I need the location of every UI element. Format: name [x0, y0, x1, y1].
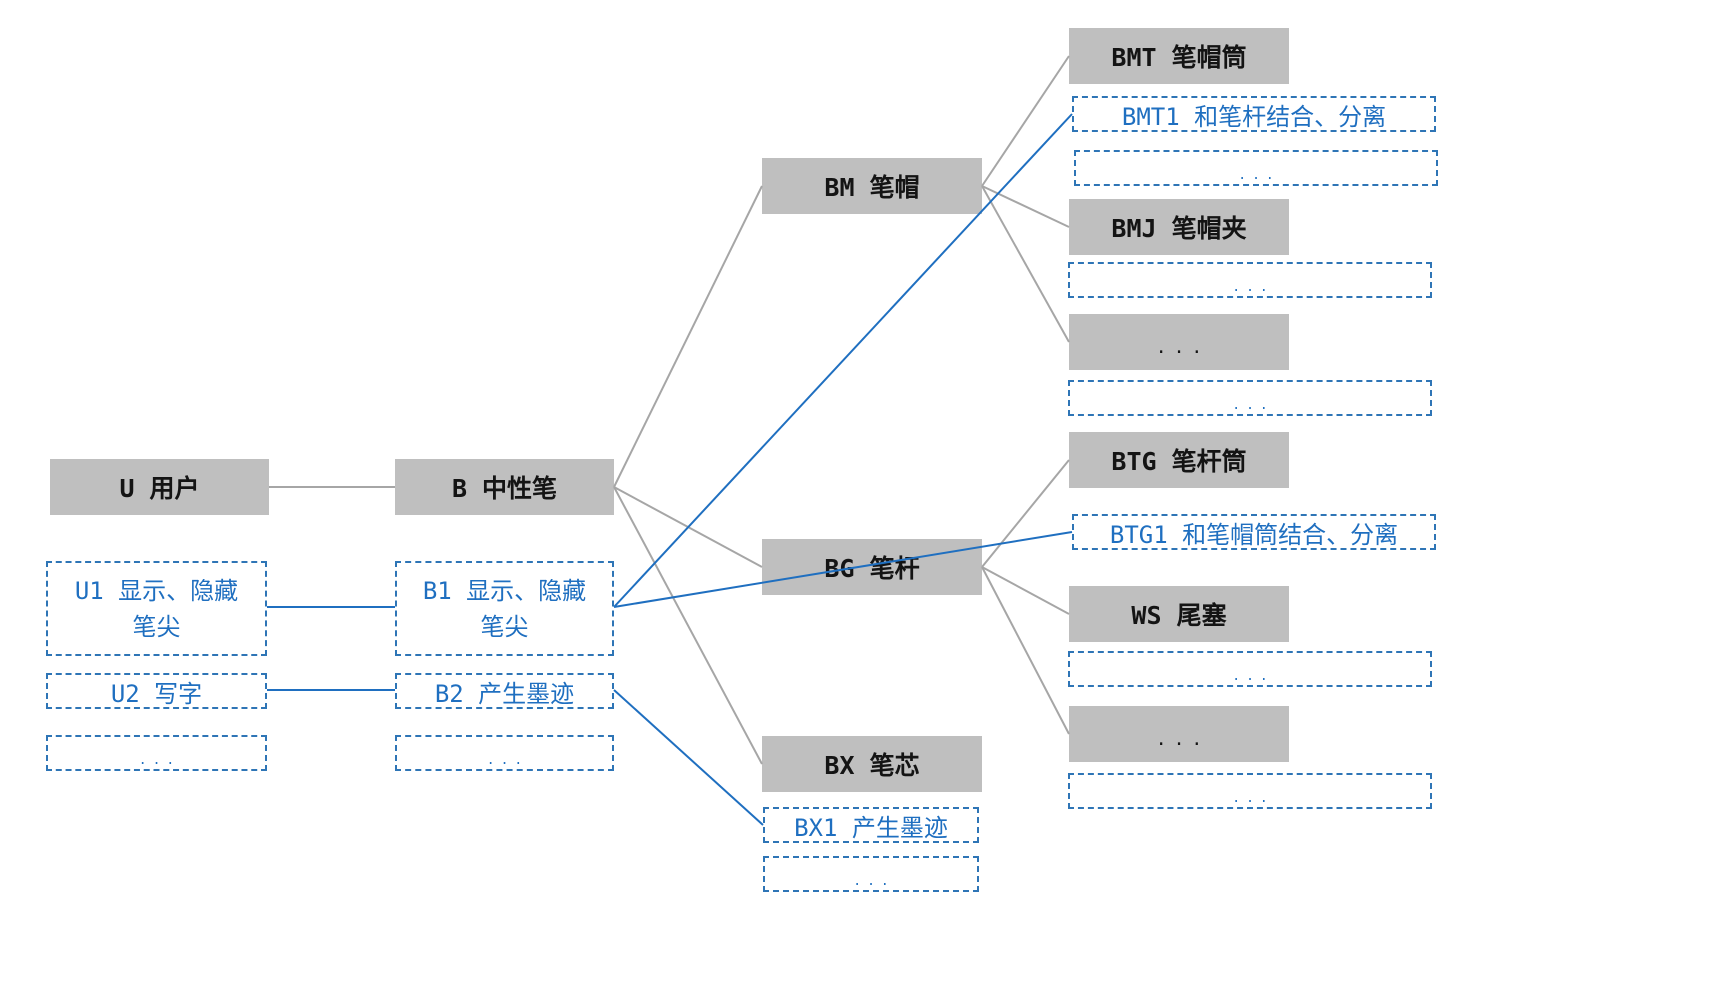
component-cap-clip-label: BMJ 笔帽夹: [1111, 214, 1247, 243]
function-bmt1-label: BMT1 和笔杆结合、分离: [1121, 102, 1387, 131]
link-cap-cap-tube: [981, 55, 1070, 187]
link-pen-barrel: [613, 486, 763, 568]
component-cap-label: BM 笔帽: [824, 173, 920, 202]
function-barrel-other-more: ...: [1068, 773, 1432, 809]
link-barrel-barrel-tube: [981, 459, 1070, 568]
link-cap-cap-clip: [981, 185, 1070, 228]
function-u1: U1 显示、隐藏 笔尖: [46, 561, 267, 656]
function-cap-clip-more: ...: [1068, 262, 1432, 298]
link-pen-refill: [613, 486, 763, 765]
function-cap-tube-more: ...: [1074, 150, 1438, 186]
component-pen-label: B 中性笔: [451, 474, 558, 503]
component-cap-clip: BMJ 笔帽夹: [1069, 199, 1289, 255]
component-end-plug: WS 尾塞: [1069, 586, 1289, 642]
component-cap-tube-label: BMT 笔帽筒: [1111, 43, 1247, 72]
ellipsis: ...: [486, 753, 529, 768]
ellipsis: ...: [1232, 398, 1274, 413]
link-b2-bx1: [613, 689, 764, 826]
function-btg1-label: BTG1 和笔帽筒结合、分离: [1109, 520, 1399, 549]
component-cap: BM 笔帽: [762, 158, 982, 214]
function-user-more: ...: [46, 735, 267, 771]
ellipsis: ...: [1232, 280, 1274, 295]
function-b2: B2 产生墨迹: [395, 673, 614, 709]
component-barrel-tube: BTG 笔杆筒: [1069, 432, 1289, 488]
function-b1-line1: B1 显示、隐藏: [422, 576, 587, 605]
function-cap-other-more: ...: [1068, 380, 1432, 416]
component-cap-other: ...: [1069, 314, 1289, 370]
function-u1-line1: U1 显示、隐藏: [74, 576, 239, 605]
function-bx1-label: BX1 产生墨迹: [794, 813, 948, 842]
ellipsis: ...: [1232, 791, 1274, 806]
function-bx1: BX1 产生墨迹: [763, 807, 979, 843]
function-pen-more: ...: [395, 735, 614, 771]
ellipsis: ...: [1238, 168, 1280, 183]
ellipsis: ...: [1232, 669, 1274, 684]
link-barrel-end-plug: [981, 566, 1070, 615]
function-b1-line2: 笔尖: [480, 612, 529, 641]
component-pen: B 中性笔: [395, 459, 614, 515]
ellipsis: ...: [138, 753, 181, 768]
component-user-label: U 用户: [119, 474, 200, 503]
component-cap-tube: BMT 笔帽筒: [1069, 28, 1289, 84]
ellipsis: ...: [853, 874, 895, 889]
component-barrel-tube-label: BTG 笔杆筒: [1111, 447, 1247, 476]
component-barrel: BG 笔杆: [762, 539, 982, 595]
component-end-plug-label: WS 尾塞: [1131, 601, 1227, 630]
function-btg1: BTG1 和笔帽筒结合、分离: [1072, 514, 1436, 550]
component-barrel-label: BG 笔杆: [824, 554, 920, 583]
function-end-plug-more: ...: [1068, 651, 1432, 687]
function-refill-more: ...: [763, 856, 979, 892]
function-u1-line2: 笔尖: [132, 612, 181, 641]
ellipsis: ...: [1155, 336, 1210, 358]
function-u2-label: U2 写字: [110, 679, 203, 708]
function-b2-label: B2 产生墨迹: [434, 679, 575, 708]
component-user: U 用户: [50, 459, 269, 515]
link-cap-other: [981, 185, 1070, 343]
component-refill-label: BX 笔芯: [824, 751, 920, 780]
link-pen-cap: [613, 185, 763, 488]
function-u2: U2 写字: [46, 673, 267, 709]
component-barrel-other: ...: [1069, 706, 1289, 762]
function-b1: B1 显示、隐藏 笔尖: [395, 561, 614, 656]
component-refill: BX 笔芯: [762, 736, 982, 792]
ellipsis: ...: [1155, 728, 1210, 750]
link-barrel-other: [981, 566, 1070, 735]
function-bmt1: BMT1 和笔杆结合、分离: [1072, 96, 1436, 132]
